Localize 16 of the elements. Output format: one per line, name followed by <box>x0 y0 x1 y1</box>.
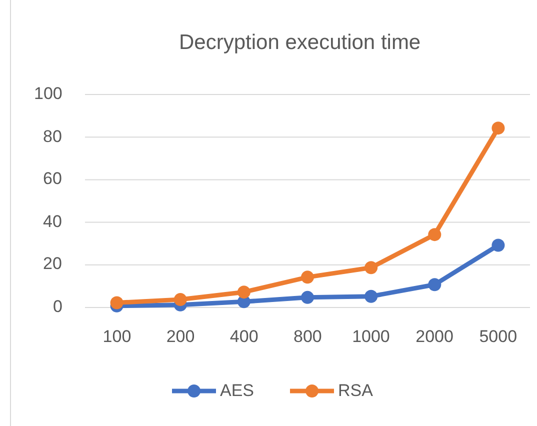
x-tick-label: 2000 <box>416 327 454 347</box>
x-tick-label: 200 <box>166 327 195 347</box>
y-tick-label: 60 <box>43 169 62 190</box>
x-tick-label: 5000 <box>479 327 518 347</box>
y-tick-label: 20 <box>43 254 62 274</box>
chart-title: Decryption execution time <box>179 31 421 55</box>
y-tick-label: 80 <box>43 126 62 147</box>
legend-label: AES <box>220 381 254 401</box>
x-tick-label: 800 <box>294 327 322 347</box>
y-tick-label: 0 <box>53 297 62 317</box>
legend-label: RSA <box>338 381 373 401</box>
x-tick-label: 100 <box>102 327 132 347</box>
x-tick-label: 400 <box>230 327 258 347</box>
y-tick-label: 100 <box>34 84 62 104</box>
x-tick-label: 1000 <box>352 327 390 347</box>
y-tick-label: 40 <box>43 212 62 232</box>
